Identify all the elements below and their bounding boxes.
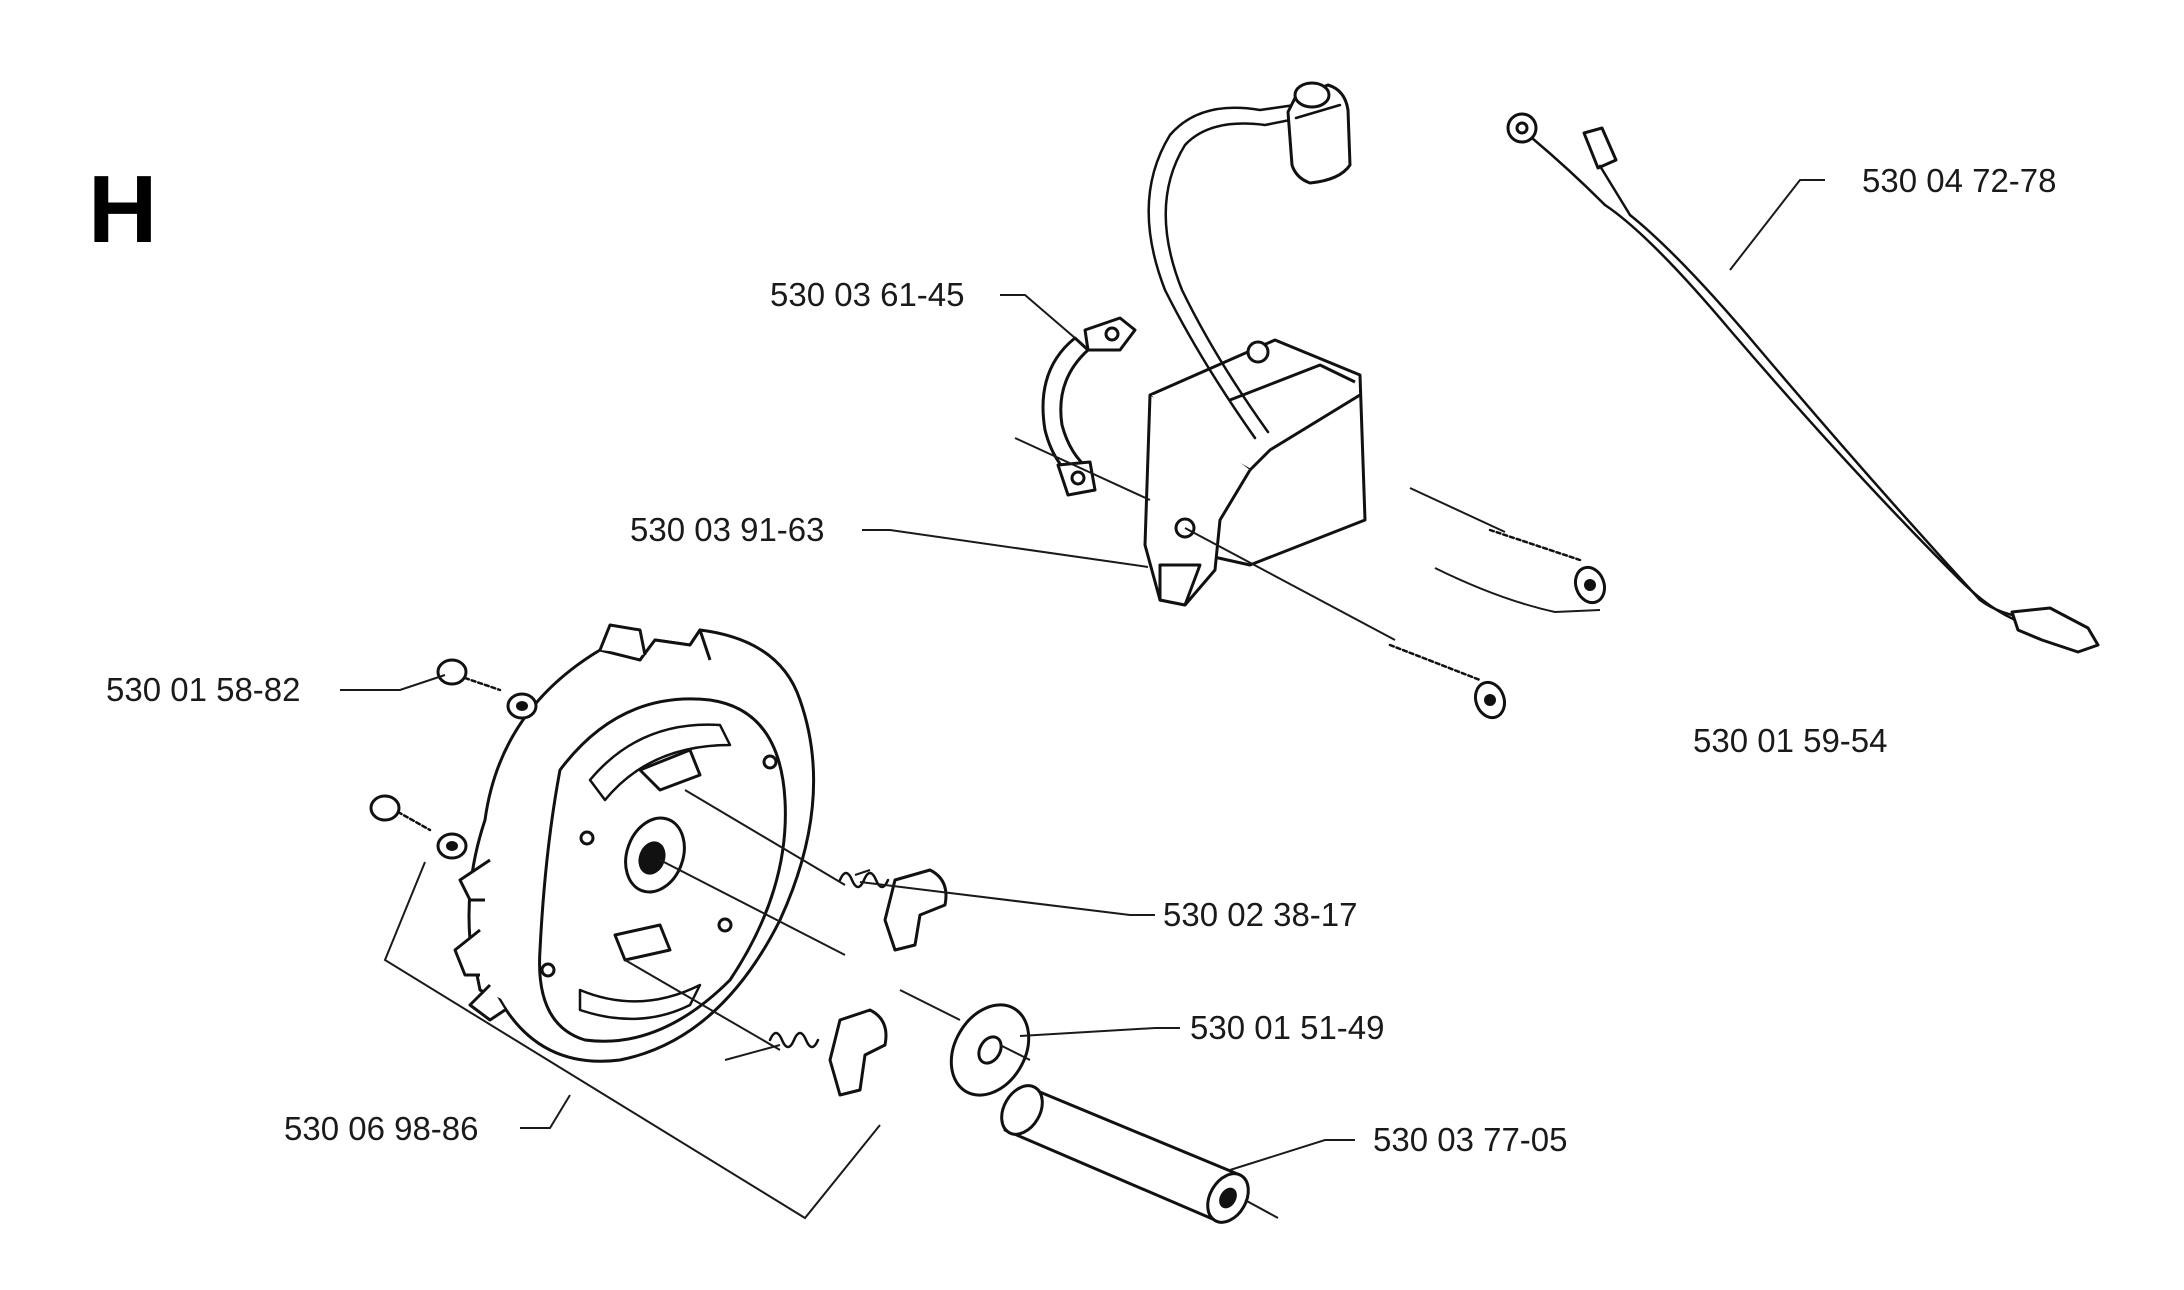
callout-clamp: 530 03 61-45 — [770, 276, 965, 313]
leader-spring — [859, 881, 1155, 916]
callout-flywheel-kit: 530 06 98-86 — [284, 1110, 479, 1147]
flywheel-screw-lower — [369, 794, 468, 860]
callout-cable-assembly: 530 04 72-78 — [1862, 162, 2057, 199]
leader-washer — [1019, 1027, 1180, 1037]
spring-upper — [838, 868, 948, 952]
cable-assembly-part — [1506, 112, 2100, 654]
ignition-module-part — [1143, 81, 1367, 607]
ignition-screw-lower — [1388, 643, 1507, 720]
ignition-screw-upper — [1488, 528, 1607, 605]
callout-roller: 530 03 77-05 — [1373, 1121, 1568, 1158]
washer-part — [949, 1003, 1031, 1097]
roller-part — [1000, 1084, 1250, 1224]
leader-flywheel-kit — [520, 1094, 571, 1129]
leader-roller — [1229, 1139, 1355, 1171]
callout-flywheel-screw: 530 01 58-82 — [106, 671, 301, 708]
clamp-part — [1041, 316, 1137, 497]
leader-clamp — [1000, 294, 1076, 339]
section-letter: H — [88, 156, 157, 263]
callout-spring: 530 02 38-17 — [1163, 896, 1358, 933]
spring-lower — [768, 1008, 888, 1097]
callout-washer: 530 01 51-49 — [1190, 1009, 1385, 1046]
leader-flywheel-screw — [340, 674, 446, 691]
bracket-flywheel-kit — [383, 861, 881, 1220]
leader-ignition-module — [862, 529, 1149, 568]
callout-ignition-module: 530 03 91-63 — [630, 511, 825, 548]
flywheel-part — [453, 623, 816, 1063]
leader-cable-assembly — [1729, 179, 1825, 271]
flywheel-screw-upper — [436, 658, 538, 720]
callout-terminal: 530 01 59-54 — [1693, 722, 1888, 759]
